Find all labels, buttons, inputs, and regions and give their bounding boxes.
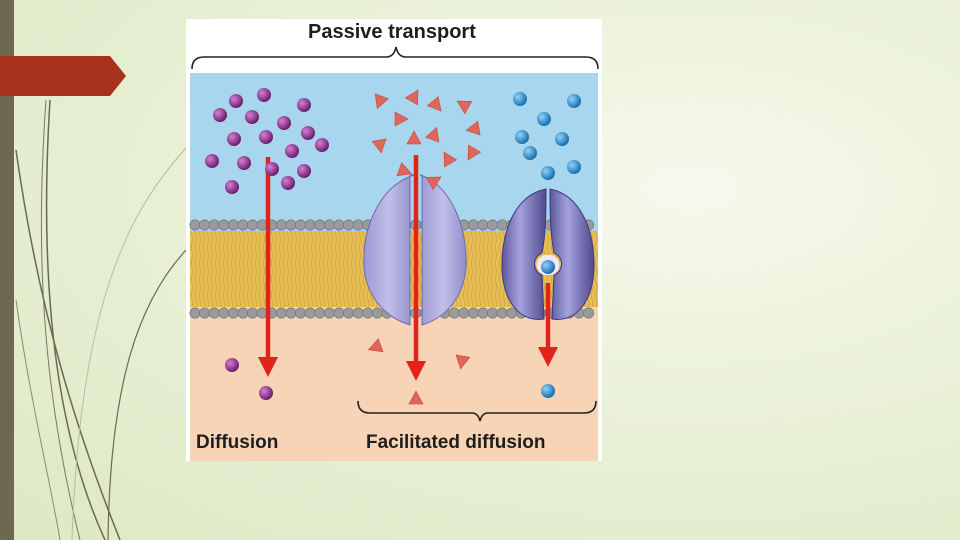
channel-arrow <box>406 155 426 381</box>
diffusion-arrow <box>258 157 278 377</box>
red-particle <box>456 100 473 115</box>
purple-particle <box>259 130 273 144</box>
purple-particle <box>237 156 251 170</box>
red-particle <box>404 89 419 106</box>
diffusion-label: Diffusion <box>196 432 279 453</box>
red-particle <box>374 93 389 110</box>
red-particle <box>371 138 387 154</box>
left-sidebar-bar <box>0 0 14 540</box>
blue-solute-particles <box>513 92 581 398</box>
purple-solute-particles <box>205 88 329 400</box>
purple-particle <box>227 132 241 146</box>
facilitated-diffusion-label: Facilitated diffusion <box>366 432 546 453</box>
blue-particle <box>541 384 555 398</box>
passive-transport-figure <box>186 19 602 461</box>
purple-particle <box>277 116 291 130</box>
blue-particle <box>555 132 569 146</box>
purple-particle <box>265 162 279 176</box>
red-particle <box>394 111 409 127</box>
blue-particle <box>513 92 527 106</box>
diagram-title: Passive transport <box>308 21 476 43</box>
red-particle <box>455 354 471 370</box>
intracellular-region <box>190 307 598 461</box>
red-particle <box>406 130 422 145</box>
blue-particle <box>523 146 537 160</box>
red-particle <box>408 390 424 405</box>
facilitated-diffusion-brace <box>357 400 597 422</box>
blue-particle <box>515 130 529 144</box>
purple-particle <box>245 110 259 124</box>
blue-particle <box>541 260 555 274</box>
red-particle <box>465 120 481 136</box>
red-particle <box>396 162 413 177</box>
carrier-arrow <box>538 283 558 367</box>
purple-particle <box>281 176 295 190</box>
blue-particle <box>567 94 581 108</box>
purple-particle <box>225 358 239 372</box>
blue-particle <box>567 160 581 174</box>
red-particle <box>426 96 442 112</box>
red-particle <box>425 126 440 143</box>
purple-particle <box>205 154 219 168</box>
red-particle <box>367 338 384 353</box>
decorative-lines <box>15 99 187 540</box>
purple-particle <box>301 126 315 140</box>
purple-particle <box>315 138 329 152</box>
red-particle <box>467 144 482 161</box>
channel-protein <box>363 174 467 326</box>
purple-particle <box>259 386 273 400</box>
purple-particle <box>297 164 311 178</box>
purple-particle <box>285 144 299 158</box>
purple-particle <box>297 98 311 112</box>
purple-particle <box>213 108 227 122</box>
passive-transport-brace <box>191 46 599 70</box>
red-particle <box>443 151 458 168</box>
red-particle <box>425 176 442 191</box>
red-solute-particles <box>367 89 482 405</box>
blue-particle <box>541 166 555 180</box>
purple-particle <box>229 94 243 108</box>
purple-particle <box>225 180 239 194</box>
title-accent-tab <box>0 56 126 96</box>
purple-particle <box>257 88 271 102</box>
blue-particle <box>537 112 551 126</box>
